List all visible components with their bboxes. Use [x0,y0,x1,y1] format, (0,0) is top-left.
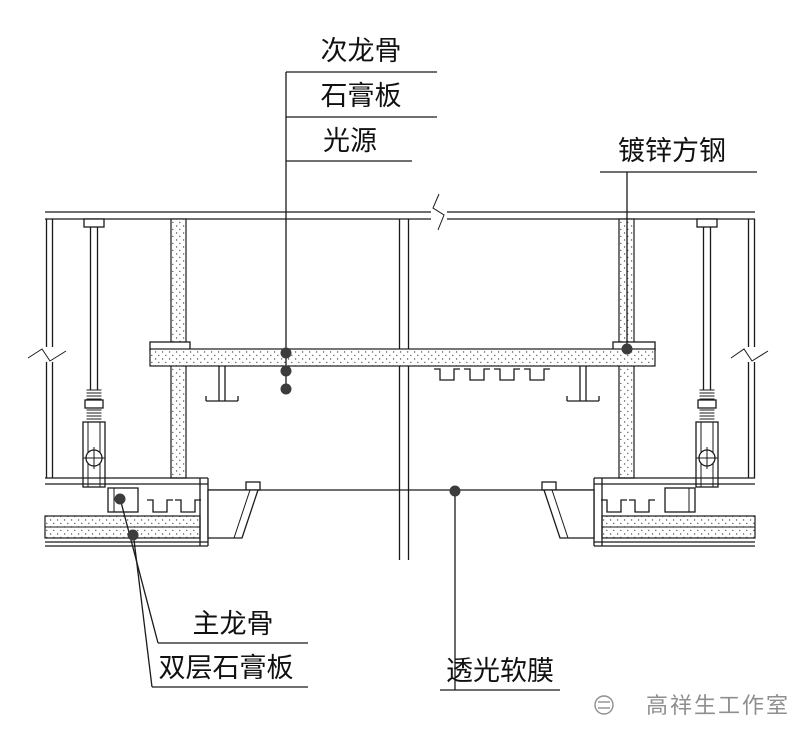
threaded-rod-section [699,389,715,420]
right-hanger-assembly [695,218,719,488]
leader-dot [280,365,292,377]
membrane-clip-left [245,481,261,491]
break-symbol-right [730,348,769,362]
cove-edge-hanger-left [205,366,239,402]
main-keel-channel [664,487,696,513]
leader-dot [621,343,633,355]
adjusting-nut [697,399,717,409]
label-light-source: 光源 [323,126,377,157]
label-gypsum-board: 石膏板 [321,81,402,112]
membrane-assembly [207,481,595,539]
callout-translucent-membrane: 透光软膜 [440,485,560,691]
anchor-plate [696,218,718,228]
bolt-symbol [83,447,105,469]
center-section-line [398,219,410,560]
label-secondary-keel: 次龙骨 [321,36,402,67]
leader-line [133,539,153,688]
membrane-edge-profile-left [207,489,259,539]
gypsum-board-band [149,348,656,367]
adjusting-nut [84,399,104,409]
leader-line [120,501,159,644]
anchor-plate [83,218,105,228]
callout-group-top: 次龙骨 石膏板 光源 [280,36,437,395]
left-hanger-assembly [82,218,106,488]
watermark: 高祥生工作室 [594,694,790,719]
right-perimeter-board-assembly [593,477,756,547]
membrane-edge-profile-right [543,489,595,539]
callout-galvanized-square-steel: 镀锌方钢 [600,136,757,355]
secondary-keel-channels [434,368,550,381]
leader-dot [449,485,461,497]
label-translucent-membrane: 透光软膜 [446,656,554,687]
threaded-rod-section [86,389,102,420]
furring-channels [601,499,655,513]
bolt-symbol [696,447,718,469]
left-edge-wall-line [27,219,67,478]
leader-dot [127,529,139,541]
furring-channels [147,499,201,513]
right-edge-wall-line [730,219,769,478]
watermark-studio-name: 高祥生工作室 [646,694,790,719]
break-symbol-center [432,193,445,231]
leader-dot [280,347,292,359]
left-perimeter-board-assembly [44,477,209,547]
ceiling-board-assembly [149,341,656,402]
studio-logo-icon [594,695,614,715]
label-main-keel: 主龙骨 [193,609,274,640]
leader-dot [114,493,126,505]
leader-dot [280,383,292,395]
callout-group-bottom-left: 主龙骨 双层石膏板 [114,493,308,688]
break-symbol-left [27,348,67,362]
label-galvanized-square-steel: 镀锌方钢 [618,136,726,167]
cove-edge-hanger-right [566,366,600,402]
label-double-gypsum-board: 双层石膏板 [159,653,294,684]
membrane-clip-right [541,481,557,491]
